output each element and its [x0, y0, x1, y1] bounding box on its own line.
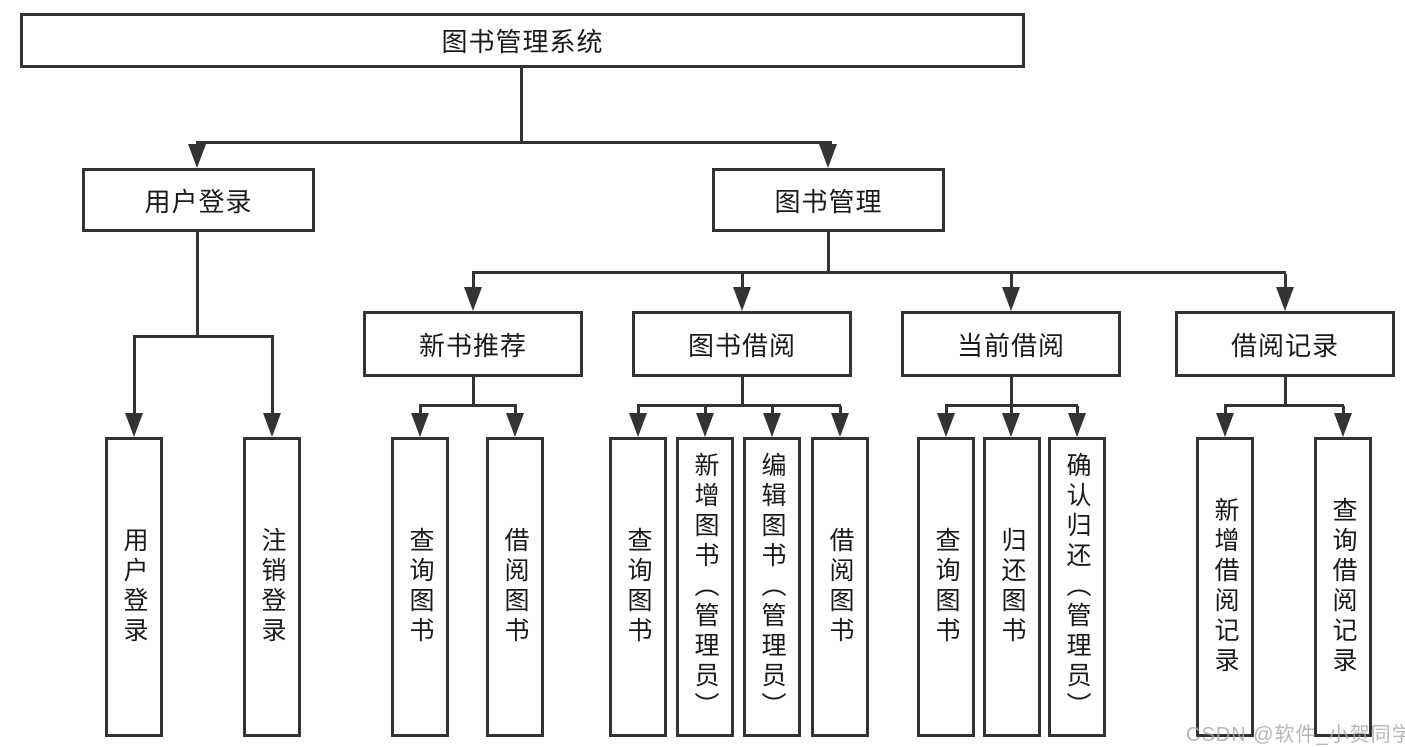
connector-stem: [419, 406, 422, 415]
connector-stem: [637, 406, 640, 415]
connector-split: [1224, 404, 1344, 407]
arrow-down-icon: [263, 413, 281, 437]
arrow-down-icon: [1276, 287, 1294, 311]
arrow-down-icon: [506, 413, 524, 437]
arrow-down-icon: [1216, 413, 1234, 437]
connector-stem: [704, 406, 707, 415]
connector-root-drop: [520, 68, 523, 143]
connector-split-level3: [472, 271, 1286, 274]
connector-stem: [741, 274, 744, 289]
connector-drop: [1284, 377, 1287, 406]
arrow-down-icon: [629, 413, 647, 437]
node-leaf-borrow-books-recommend: 借阅图书: [486, 437, 544, 737]
connector-drop: [1010, 377, 1013, 406]
arrow-down-icon: [763, 413, 781, 437]
arrow-down-icon: [733, 287, 751, 311]
arrow-down-icon: [1002, 287, 1020, 311]
node-library-management-system: 图书管理系统: [20, 13, 1025, 68]
connector-split: [945, 404, 1078, 407]
arrow-down-icon: [937, 413, 955, 437]
node-leaf-query-books-recommend: 查询图书: [391, 437, 449, 737]
node-leaf-user-login: 用户登录: [105, 437, 163, 737]
connector-stem: [839, 406, 842, 415]
arrow-down-icon: [1002, 413, 1020, 437]
node-borrowing-records: 借阅记录: [1175, 311, 1395, 377]
node-leaf-edit-books-admin: 编辑图书（管理员）: [743, 437, 801, 737]
connector-stem: [1342, 406, 1345, 415]
arrow-down-icon: [1334, 413, 1352, 437]
connector-stem: [771, 406, 774, 415]
node-leaf-query-books-borrow: 查询图书: [609, 437, 667, 737]
arrow-down-icon: [188, 144, 206, 168]
connector-drop: [472, 377, 475, 406]
arrow-down-icon: [831, 413, 849, 437]
connector-stem: [133, 336, 136, 414]
connector-stem: [271, 336, 274, 414]
connector-split: [637, 404, 841, 407]
node-leaf-query-borrow-record: 查询借阅记录: [1314, 437, 1372, 737]
arrow-down-icon: [696, 413, 714, 437]
node-leaf-add-books-admin: 新增图书（管理员）: [676, 437, 734, 737]
connector-stem: [1010, 274, 1013, 289]
node-book-borrowing: 图书借阅: [632, 311, 852, 377]
arrow-down-icon: [1068, 413, 1086, 437]
node-leaf-query-books-current: 查询图书: [917, 437, 975, 737]
connector-split-level2: [196, 141, 832, 144]
node-leaf-return-books: 归还图书: [983, 437, 1041, 737]
node-leaf-add-borrow-record: 新增借阅记录: [1196, 437, 1254, 737]
node-new-book-recommendation: 新书推荐: [363, 311, 583, 377]
node-user-login: 用户登录: [82, 168, 315, 232]
connector-stem: [1284, 274, 1287, 289]
connector-stem: [1010, 406, 1013, 415]
node-leaf-logout: 注销登录: [243, 437, 301, 737]
node-current-borrowing: 当前借阅: [901, 311, 1121, 377]
connector-stem: [945, 406, 948, 415]
node-leaf-borrow-books: 借阅图书: [811, 437, 869, 737]
connector-stem: [472, 274, 475, 289]
connector-stem: [1224, 406, 1227, 415]
arrow-down-icon: [464, 287, 482, 311]
arrow-down-icon: [125, 413, 143, 437]
node-book-management: 图书管理: [712, 168, 945, 232]
connector-drop: [741, 377, 744, 406]
connector-split-user-login: [133, 335, 274, 338]
arrow-down-icon: [411, 413, 429, 437]
connector-stem: [1076, 406, 1079, 415]
arrow-down-icon: [819, 144, 837, 168]
connector-split: [419, 404, 517, 407]
connector-book-management-drop: [827, 232, 830, 273]
node-leaf-confirm-return-admin: 确认归还（管理员）: [1048, 437, 1106, 737]
connector-user-login-drop: [196, 232, 199, 338]
connector-stem: [514, 406, 517, 415]
